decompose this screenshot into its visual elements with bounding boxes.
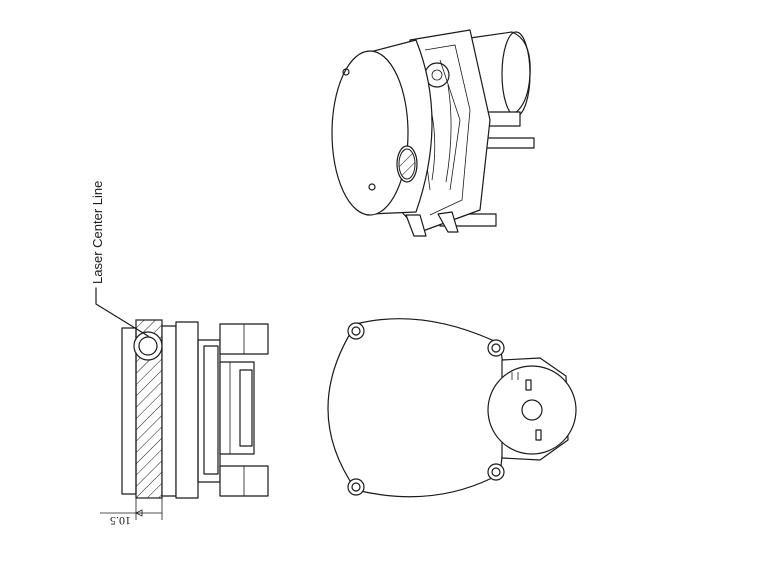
dim-arrow (135, 509, 143, 517)
dimension-label: 10.5 (110, 514, 131, 528)
mount-hole-top-right-inner (491, 343, 501, 353)
drum-screw-bottom (368, 183, 376, 191)
drum-face (331, 50, 409, 216)
motor-slot-bottom (535, 429, 542, 441)
front-plate (121, 327, 137, 495)
mid-component-detail (239, 369, 253, 447)
side-view (100, 319, 269, 520)
bracket-foot-right (437, 211, 459, 233)
laser-center-inner (138, 336, 158, 356)
mount-hole-top-left-inner (351, 326, 361, 336)
laser-window-hatch (398, 148, 416, 180)
base-outline (327, 318, 506, 498)
mount-hole-top-left (347, 322, 365, 340)
bracket-foot-left (405, 214, 427, 237)
motor-shaft (521, 399, 543, 421)
body-spacer (161, 325, 177, 497)
laser-center-leader (95, 287, 149, 337)
drum-screw-top (342, 68, 350, 76)
body-main (175, 321, 199, 499)
mid-component (219, 361, 255, 455)
isometric-view (331, 29, 535, 237)
mount-hole-bottom-left-inner (351, 482, 361, 492)
mount-hole-bottom-left (347, 478, 365, 496)
top-view (327, 318, 577, 498)
pcb-board (203, 345, 219, 475)
body-inner-panel (197, 339, 221, 483)
motor-slot-top (525, 379, 532, 391)
mount-hole-bottom-right-inner (491, 467, 501, 477)
mount-hole-top-right (487, 339, 505, 357)
laser-center-line-label: Laser Center Line (90, 181, 105, 284)
mount-hole-bottom-right (487, 463, 505, 481)
gear-upper-hub (431, 69, 443, 81)
